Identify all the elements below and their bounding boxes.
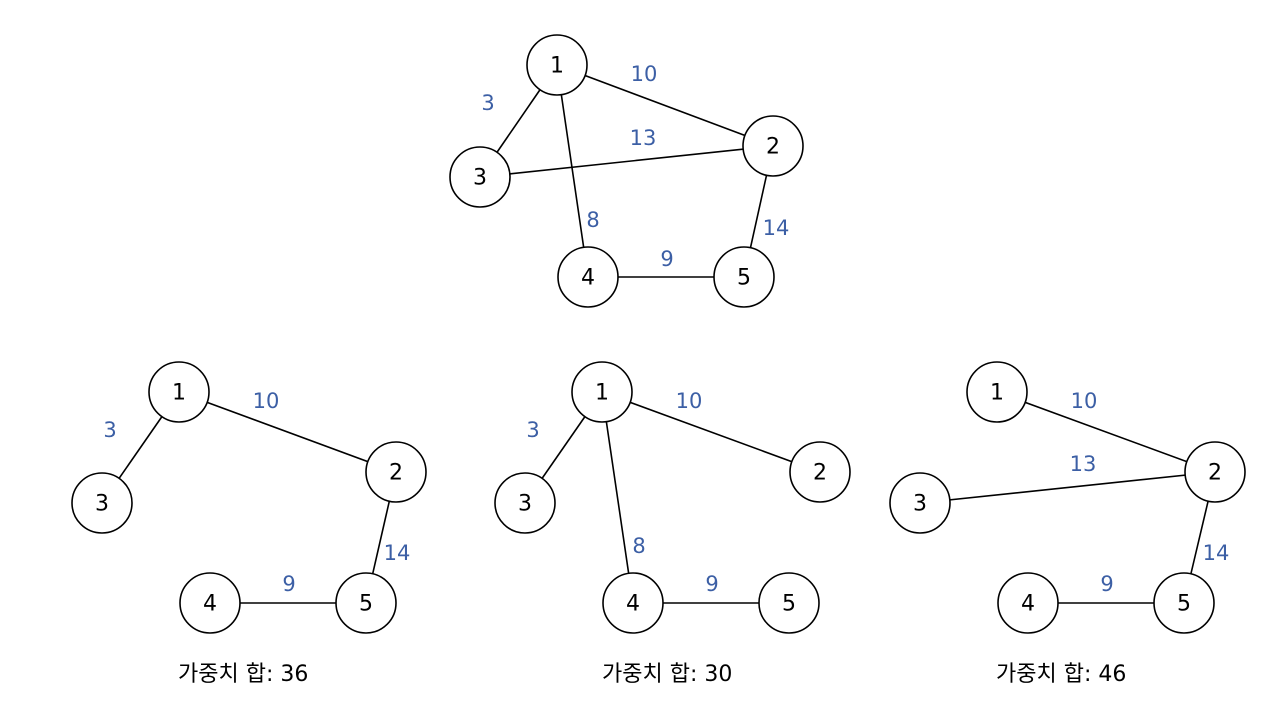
node-circle	[571, 361, 633, 423]
node-circle	[1184, 441, 1246, 503]
node-circle	[494, 472, 556, 534]
edge-weight-1-2: 10	[253, 389, 280, 413]
edge-weight-1-2: 10	[1071, 389, 1098, 413]
node-5: 5	[713, 246, 775, 308]
node-label: 5	[1177, 592, 1191, 617]
node-label: 1	[990, 381, 1004, 406]
edge-weight-4-5: 9	[660, 247, 673, 271]
node-circle	[557, 246, 619, 308]
node-label: 1	[550, 54, 564, 79]
node-2: 2	[365, 441, 427, 503]
node-label: 3	[95, 492, 109, 517]
node-1: 1	[526, 34, 588, 96]
node-circle	[602, 572, 664, 634]
edge-weight-1-4: 8	[586, 208, 599, 232]
node-label: 3	[913, 492, 927, 517]
edge-weight-2-5: 14	[384, 541, 411, 565]
edge-1-2	[178, 391, 397, 473]
node-1: 1	[148, 361, 210, 423]
node-circle	[365, 441, 427, 503]
edge-weight-2-5: 14	[763, 216, 790, 240]
node-circle	[179, 572, 241, 634]
node-circle	[526, 34, 588, 96]
graph-tree-a: 3 10 14 9 1 2 3 4 5	[71, 361, 427, 634]
edge-weight-3-2: 13	[1070, 452, 1097, 476]
node-label: 4	[626, 592, 640, 617]
node-5: 5	[1153, 572, 1215, 634]
node-2: 2	[1184, 441, 1246, 503]
node-3: 3	[889, 472, 951, 534]
edge-weight-1-3: 3	[481, 91, 494, 115]
edge-1-2	[996, 391, 1216, 473]
caption-tree-c: 가중치 합: 46	[996, 662, 1127, 687]
node-2: 2	[789, 441, 851, 503]
edge-weight-1-2: 10	[631, 62, 658, 86]
node-label: 3	[518, 492, 532, 517]
edge-3-2	[479, 145, 774, 178]
node-circle	[713, 246, 775, 308]
node-circle	[1153, 572, 1215, 634]
graph-tree-c: 10 13 14 9 1 2 3 4 5	[889, 361, 1246, 634]
node-label: 5	[782, 592, 796, 617]
node-4: 4	[179, 572, 241, 634]
edge-3-2	[919, 471, 1216, 504]
graph-tree-b: 3 10 8 9 1 2 3 4 5	[494, 361, 851, 634]
node-circle	[335, 572, 397, 634]
node-label: 4	[581, 266, 595, 291]
node-3: 3	[449, 146, 511, 208]
node-circle	[148, 361, 210, 423]
node-label: 4	[1021, 592, 1035, 617]
edge-1-2	[601, 391, 821, 473]
edge-weight-1-2: 10	[676, 389, 703, 413]
edge-weight-1-3: 3	[526, 418, 539, 442]
node-circle	[71, 472, 133, 534]
node-label: 2	[766, 135, 780, 160]
node-label: 5	[737, 266, 751, 291]
node-5: 5	[335, 572, 397, 634]
node-4: 4	[997, 572, 1059, 634]
caption-tree-b: 가중치 합: 30	[602, 662, 733, 687]
node-label: 5	[359, 592, 373, 617]
node-label: 2	[389, 461, 403, 486]
node-label: 2	[813, 461, 827, 486]
node-1: 1	[966, 361, 1028, 423]
node-circle	[966, 361, 1028, 423]
caption-tree-a: 가중치 합: 36	[178, 662, 309, 687]
node-2: 2	[742, 115, 804, 177]
node-label: 1	[595, 381, 609, 406]
edge-weight-3-2: 13	[630, 126, 657, 150]
edge-1-4	[601, 391, 634, 604]
node-4: 4	[557, 246, 619, 308]
node-5: 5	[758, 572, 820, 634]
edge-weight-4-5: 9	[705, 572, 718, 596]
edge-weight-4-5: 9	[282, 572, 295, 596]
node-label: 4	[203, 592, 217, 617]
node-1: 1	[571, 361, 633, 423]
node-circle	[997, 572, 1059, 634]
node-label: 2	[1208, 461, 1222, 486]
edge-weight-4-5: 9	[1100, 572, 1113, 596]
node-3: 3	[494, 472, 556, 534]
node-circle	[889, 472, 951, 534]
node-label: 3	[473, 166, 487, 191]
node-3: 3	[71, 472, 133, 534]
edge-1-2	[556, 64, 774, 147]
node-label: 1	[172, 381, 186, 406]
node-circle	[742, 115, 804, 177]
node-circle	[789, 441, 851, 503]
edge-weight-2-5: 14	[1203, 541, 1230, 565]
node-circle	[758, 572, 820, 634]
edge-1-4	[556, 64, 589, 278]
graph-original: 10 3 8 13 14 9 1 2 3 4 5	[449, 34, 804, 308]
node-4: 4	[602, 572, 664, 634]
node-circle	[449, 146, 511, 208]
edge-weight-1-3: 3	[103, 418, 116, 442]
edge-weight-1-4: 8	[632, 534, 645, 558]
